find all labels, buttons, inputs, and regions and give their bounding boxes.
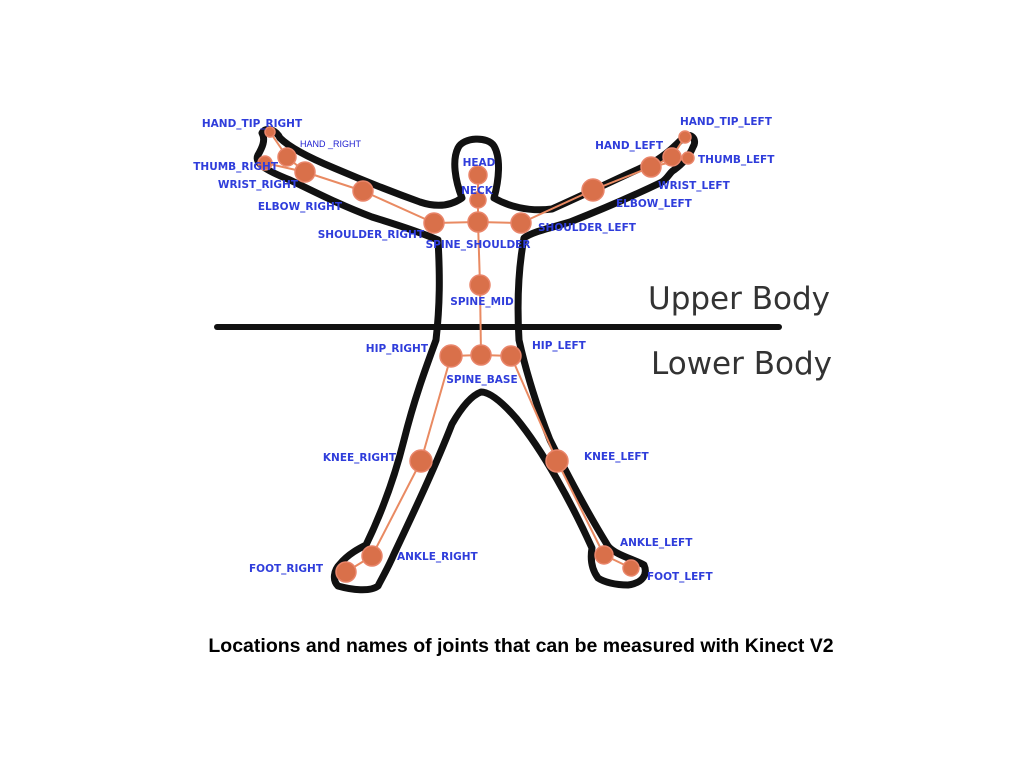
joint-shoulder-left xyxy=(510,212,532,234)
joint-label-elbow-left: ELBOW_LEFT xyxy=(616,198,693,210)
joint-label-head: HEAD xyxy=(463,157,496,169)
joint-label-hand-tip-right: HAND_TIP_RIGHT xyxy=(202,118,303,130)
joint-neck xyxy=(469,191,487,209)
joint-hand-tip-right xyxy=(264,126,276,138)
lower-body-label: Lower Body xyxy=(651,346,832,382)
joint-label-neck: NECK xyxy=(461,185,494,197)
joint-thumb-left xyxy=(681,151,695,165)
joint-label-thumb-right: THUMB_RIGHT xyxy=(193,161,279,173)
joint-shoulder-right xyxy=(423,212,445,234)
bone-knee-right-to-ankle-right xyxy=(371,460,422,557)
joint-foot-left xyxy=(622,559,640,577)
joint-elbow-left xyxy=(581,178,605,202)
joint-label-hip-left: HIP_LEFT xyxy=(532,340,587,352)
joint-label-thumb-left: THUMB_LEFT xyxy=(698,154,775,166)
joint-spine-shoulder xyxy=(467,211,489,233)
joint-foot-right xyxy=(335,561,357,583)
joint-label-hand-left: HAND_LEFT xyxy=(595,140,664,152)
joint-wrist-right xyxy=(294,161,316,183)
bone-hip-right-to-knee-right xyxy=(420,355,452,462)
joint-label-hip-right: HIP_RIGHT xyxy=(366,343,429,355)
joint-knee-left xyxy=(545,449,569,473)
bone-shoulder-left-to-elbow-left xyxy=(520,189,594,224)
joint-ankle-right xyxy=(361,545,383,567)
joint-hand-tip-left xyxy=(678,130,692,144)
joint-label-hand-tip-left: HAND_TIP_LEFT xyxy=(680,116,773,128)
figure-caption: Locations and names of joints that can b… xyxy=(208,635,833,657)
joint-wrist-left xyxy=(640,156,662,178)
joint-spine-mid xyxy=(469,274,491,296)
joint-label-ankle-right: ANKLE_RIGHT xyxy=(397,551,479,563)
joint-label-spine-base: SPINE_BASE xyxy=(446,374,517,386)
joint-hip-right xyxy=(439,344,463,368)
joint-label-elbow-right: ELBOW_RIGHT xyxy=(258,201,343,213)
joint-labels: HEAD NECK SPINE_SHOULDER SPINE_MID SPINE_BAS… xyxy=(193,116,775,583)
joint-label-knee-left: KNEE_LEFT xyxy=(584,451,650,463)
bone-shoulder-right-to-elbow-right xyxy=(362,190,435,224)
joint-label-foot-left: FOOT_LEFT xyxy=(647,571,713,583)
joint-spine-base xyxy=(470,344,492,366)
joint-label-shoulder-right: SHOULDER_RIGHT xyxy=(318,229,425,241)
joint-label-hand-right: HAND _RIGHT xyxy=(300,139,362,149)
skeleton-joints xyxy=(257,126,695,583)
bone-hip-left-to-knee-left xyxy=(510,355,558,462)
joint-thumb-right xyxy=(257,155,273,171)
joint-label-wrist-right: WRIST_RIGHT xyxy=(218,179,299,191)
joint-label-shoulder-left: SHOULDER_LEFT xyxy=(538,222,637,234)
joint-label-ankle-left: ANKLE_LEFT xyxy=(620,537,693,549)
joint-head xyxy=(468,165,488,185)
bone-knee-left-to-ankle-left xyxy=(556,460,605,556)
bone-spine-mid-to-spine-base xyxy=(479,284,482,356)
joint-label-foot-right: FOOT_RIGHT xyxy=(249,563,324,575)
joint-hand-left xyxy=(662,147,682,167)
joint-label-knee-right: KNEE_RIGHT xyxy=(323,452,397,464)
joint-ankle-left xyxy=(594,545,614,565)
joint-elbow-right xyxy=(352,180,374,202)
joint-label-wrist-left: WRIST_LEFT xyxy=(658,180,731,192)
joint-hip-left xyxy=(500,345,522,367)
joint-knee-right xyxy=(409,449,433,473)
joint-label-spine-shoulder: SPINE_SHOULDER xyxy=(426,239,531,251)
joint-label-spine-mid: SPINE_MID xyxy=(450,296,514,308)
upper-body-label: Upper Body xyxy=(648,281,830,317)
joint-hand-right xyxy=(277,147,297,167)
